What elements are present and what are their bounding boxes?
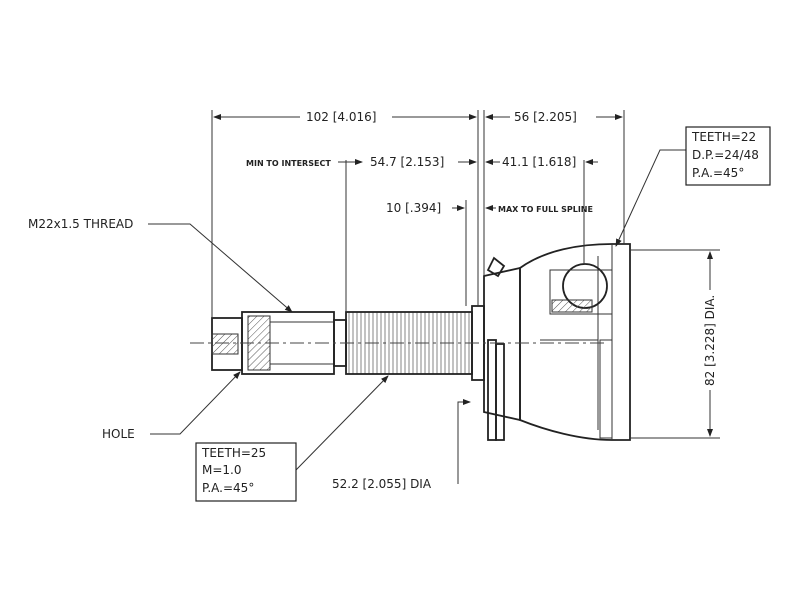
callout-thread: M22x1.5 THREAD — [28, 217, 133, 231]
dim-overall-length: 102 [4.016] — [306, 110, 376, 124]
inner-spline-teeth: TEETH=25 — [201, 446, 266, 460]
bell-housing — [519, 243, 631, 441]
boot-clip — [486, 256, 506, 278]
dim-shoulder: 10 [.394] — [386, 201, 441, 215]
dim-outer-length: 56 [2.205] — [514, 110, 577, 124]
inner-spline-pressure-angle: P.A.=45° — [202, 481, 254, 495]
dimension-lines — [211, 110, 720, 484]
label-min-to-intersect: MIN TO INTERSECT — [246, 159, 331, 168]
dim-spline-to-face: 41.1 [1.618] — [502, 155, 576, 169]
hole — [211, 333, 239, 355]
inner-spline-spec-box: TEETH=25 M=1.0 P.A.=45° — [195, 442, 297, 502]
callout-hole: HOLE — [102, 427, 135, 441]
outer-spline-spec-box: TEETH=22 D.P.=24/48 P.A.=45° — [685, 126, 771, 186]
inner-race — [551, 299, 593, 313]
dim-outer-diameter: 82 [3.228] DIA. — [703, 295, 717, 386]
shaft-part — [211, 243, 631, 441]
housing-band — [599, 339, 613, 439]
label-max-full-spline: MAX TO FULL SPLINE — [498, 205, 593, 214]
dim-intersect-length: 54.7 [2.153] — [370, 155, 444, 169]
dim-ring-diameter: 52.2 [2.055] DIA — [332, 477, 432, 491]
leader-lines — [148, 149, 686, 471]
seal-ring-1 — [487, 339, 497, 441]
outer-spline-pressure-angle: P.A.=45° — [692, 166, 744, 180]
cage — [549, 269, 613, 315]
inner-spline-module: M=1.0 — [202, 463, 242, 477]
outer-spline-teeth: TEETH=22 — [691, 130, 756, 144]
outer-spline-pitch: D.P.=24/48 — [692, 148, 759, 162]
seal-ring-2 — [495, 343, 505, 441]
